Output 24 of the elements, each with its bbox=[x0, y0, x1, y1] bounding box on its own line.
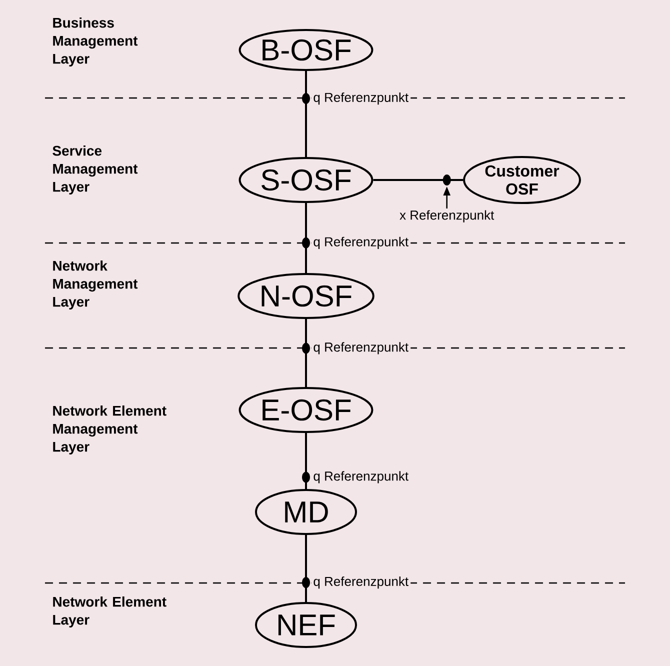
edge-label: q Referenzpunkt bbox=[311, 90, 411, 107]
oval-node: B-OSF bbox=[238, 29, 374, 71]
oval-node: Customer OSF bbox=[463, 156, 581, 204]
connector bbox=[302, 71, 310, 157]
edge-label: q Referenzpunkt bbox=[311, 469, 411, 486]
edge-label: x Referenzpunkt bbox=[398, 208, 496, 224]
edge-label: q Referenzpunkt bbox=[311, 574, 411, 591]
connector bbox=[302, 203, 310, 273]
layer-label: Network Management Layer bbox=[53, 260, 138, 310]
connector bbox=[373, 174, 464, 186]
connector bbox=[302, 319, 310, 387]
layer-label: Network Element Management Layer bbox=[53, 405, 166, 455]
oval-node: E-OSF bbox=[238, 387, 374, 433]
oval-node: MD bbox=[255, 489, 357, 535]
oval-node: NEF bbox=[255, 602, 357, 648]
connector bbox=[302, 535, 310, 602]
layer-label: Service Management Layer bbox=[52, 145, 138, 195]
layer-label: Network Element Layer bbox=[53, 596, 166, 628]
edge-label: q Referenzpunkt bbox=[311, 234, 411, 251]
edge-label: q Referenzpunkt bbox=[311, 340, 411, 356]
oval-node: S-OSF bbox=[238, 157, 374, 203]
oval-node: N-OSF bbox=[238, 273, 374, 319]
layer-label: Business Management Layer bbox=[53, 17, 138, 67]
connector bbox=[302, 433, 310, 489]
